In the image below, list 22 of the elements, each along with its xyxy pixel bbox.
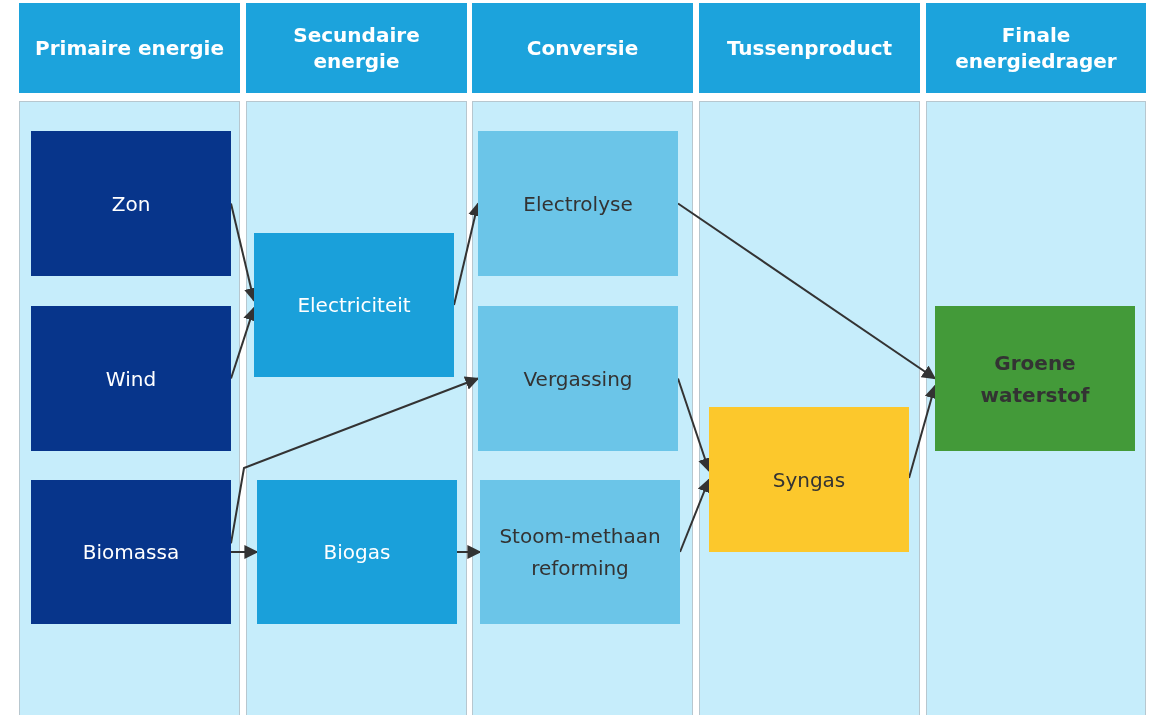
column-header: Tussenproduct — [699, 3, 920, 93]
process-box: Groene waterstof — [935, 306, 1135, 451]
process-box: Electrolyse — [478, 131, 678, 276]
process-box: Biogas — [257, 480, 457, 624]
arrow — [230, 545, 259, 559]
process-box: Biomassa — [31, 480, 231, 624]
column-header: Primaire energie — [19, 3, 240, 93]
column-header: Secundaire energie — [246, 3, 467, 93]
process-box: Zon — [31, 131, 231, 276]
process-box: Stoom-methaan reforming — [480, 480, 680, 624]
arrow — [230, 306, 257, 380]
column-header: Conversie — [472, 3, 693, 93]
arrow — [456, 545, 482, 559]
arrow — [677, 202, 937, 380]
arrow — [230, 376, 480, 545]
process-box: Wind — [31, 306, 231, 451]
arrow — [677, 377, 712, 473]
process-box: Electriciteit — [254, 233, 454, 377]
column-header: Finale energiedrager — [926, 3, 1146, 93]
arrow — [679, 478, 711, 553]
process-box: Syngas — [709, 407, 909, 552]
process-box: Vergassing — [478, 306, 678, 451]
